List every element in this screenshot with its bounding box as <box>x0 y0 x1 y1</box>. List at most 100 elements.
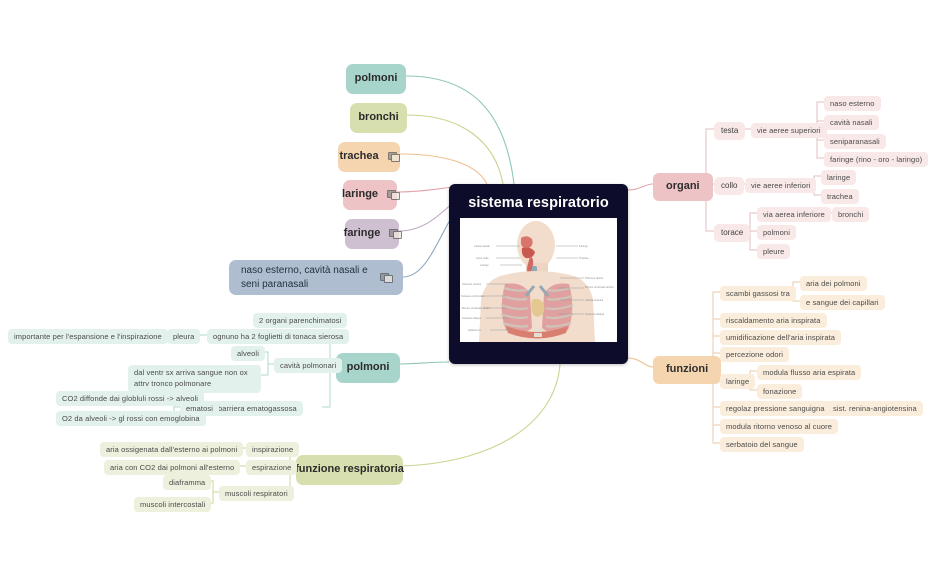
node-label: ognuno ha 2 foglietti di tonaca sierosa <box>213 332 344 341</box>
node-label: faringe <box>343 227 381 239</box>
node-vie-aeree-superiori[interactable]: vie aeree superiori <box>751 123 827 139</box>
node-label: CO2 diffonde dai globluli rossi -> alveo… <box>62 394 199 403</box>
attachment-icon[interactable] <box>387 151 401 163</box>
node-label: cavità nasali <box>830 118 873 127</box>
node-label: organi <box>666 180 700 192</box>
node-label: pleura <box>173 332 195 341</box>
node-label: laringe <box>827 173 851 182</box>
node-o2-alveoli[interactable]: O2 da alveoli -> gl rossi con emoglobina <box>56 411 206 427</box>
node-polmoni-leaf[interactable]: polmoni <box>757 225 796 241</box>
node-label: bronchi <box>838 210 864 219</box>
node-vie-aeree-inferiori[interactable]: vie aeree inferiori <box>745 178 817 194</box>
node-faringe-rino-oro-laringo[interactable]: faringe (rino - oro - laringo) <box>824 152 929 168</box>
node-label: modula flusso aria espirata <box>763 368 856 377</box>
node-muscoli-intercostali[interactable]: muscoli intercostali <box>134 497 212 513</box>
node-collo[interactable]: collo <box>714 177 745 195</box>
attachment-icon[interactable] <box>380 272 393 283</box>
node-label: seniparanasali <box>830 137 880 146</box>
node-label: faringe (rino - oro - laringo) <box>830 155 923 164</box>
node-riscaldamento[interactable]: riscaldamento aria inspirata <box>720 313 827 329</box>
node-label: alveoli <box>237 349 259 358</box>
node-via-aerea-inferiore[interactable]: via aerea inferiore <box>757 207 831 223</box>
node-naso-esterno[interactable]: naso esterno, cavità nasali e seni paran… <box>229 260 403 295</box>
node-naso-esterno-leaf[interactable]: naso esterno <box>824 96 881 112</box>
node-muscoli-respiratori[interactable]: muscoli respiratori <box>219 486 294 502</box>
attachment-icon[interactable] <box>389 228 402 240</box>
node-label: naso esterno, cavità nasali e seni paran… <box>241 265 368 290</box>
node-label: diaframma <box>169 478 206 487</box>
node-percezione-odori[interactable]: percezione odori <box>720 347 790 363</box>
node-torace[interactable]: torace <box>714 224 751 242</box>
node-label: cavità polmonari <box>280 361 337 370</box>
node-regolaz-pressione[interactable]: regolaz pressione sanguigna <box>720 401 831 417</box>
node-label: sist. renina-angiotensina <box>833 404 917 413</box>
branch-funzioni[interactable]: funzioni <box>653 356 722 384</box>
node-label: naso esterno <box>830 99 875 108</box>
node-label: vie aeree superiori <box>757 126 821 135</box>
svg-text:Cavo orale: Cavo orale <box>476 256 489 260</box>
node-umidificazione[interactable]: umidificazione dell'aria inspirata <box>720 330 842 346</box>
node-inspirazione[interactable]: inspirazione <box>246 442 300 458</box>
page-title: sistema respiratorio <box>468 195 609 211</box>
node-cavita-polmonari[interactable]: cavità polmonari <box>274 358 343 374</box>
node-label: ematosi <box>186 404 213 413</box>
svg-text:Gabbia toracica: Gabbia toracica <box>585 298 604 302</box>
node-pleura[interactable]: pleura <box>167 329 201 345</box>
node-polmoni-top[interactable]: polmoni <box>346 64 406 94</box>
node-testa[interactable]: testa <box>714 122 746 140</box>
node-label: O2 da alveoli -> gl rossi con emoglobina <box>62 414 200 423</box>
svg-text:Diaframma: Diaframma <box>468 328 481 332</box>
node-sangue-capillari[interactable]: e sangue dei capillari <box>800 295 885 311</box>
node-espirazione[interactable]: espirazione <box>246 460 298 476</box>
node-diaframma[interactable]: diaframma <box>163 475 212 491</box>
node-label: serbatoio del sangue <box>726 440 798 449</box>
node-renina-angiotensina[interactable]: sist. renina-angiotensina <box>827 401 923 417</box>
node-pleure[interactable]: pleure <box>757 244 791 260</box>
node-serbatoio-sangue[interactable]: serbatoio del sangue <box>720 437 804 453</box>
svg-text:Faringe: Faringe <box>579 244 588 248</box>
node-label: umidificazione dell'aria inspirata <box>726 333 836 342</box>
node-laringe-funzioni[interactable]: laringe <box>720 374 756 390</box>
node-label: modula ritorno venoso al cuore <box>726 422 832 431</box>
node-aria-dei-polmoni[interactable]: aria dei polmoni <box>800 276 867 292</box>
node-label: fonazione <box>763 387 797 396</box>
svg-text:Bronco principale sinistro: Bronco principale sinistro <box>585 285 615 289</box>
node-espirazione-descrizione[interactable]: aria con CO2 dai polmoni all'esterno <box>104 460 241 476</box>
node-ritorno-venoso[interactable]: modula ritorno venoso al cuore <box>720 419 838 435</box>
node-label: torace <box>721 228 744 237</box>
branch-funzione-respiratoria[interactable]: funzione respiratoria <box>295 455 404 485</box>
attachment-icon[interactable] <box>387 189 400 201</box>
center-node[interactable]: sistema respiratorio <box>449 184 628 364</box>
branch-polmoni-left[interactable]: polmoni <box>336 353 400 383</box>
node-trachea[interactable]: trachea <box>338 142 401 172</box>
node-fonazione[interactable]: fonazione <box>757 384 803 400</box>
node-inspirazione-descrizione[interactable]: aria ossigenata dall'esterno ai polmoni <box>100 442 244 458</box>
node-trachea-leaf[interactable]: trachea <box>821 189 859 205</box>
node-label: percezione odori <box>726 350 784 359</box>
node-label: aria ossigenata dall'esterno ai polmoni <box>106 445 238 454</box>
node-foglietti-tonaca[interactable]: ognuno ha 2 foglietti di tonaca sierosa <box>207 329 350 345</box>
node-laringe-leaf[interactable]: laringe <box>821 170 857 186</box>
node-faringe[interactable]: faringe <box>343 219 402 249</box>
node-scambi-gassosi[interactable]: scambi gassosi tra <box>720 286 796 302</box>
node-barriera-ematogassosa[interactable]: barriera ematogassosa <box>212 401 303 417</box>
node-co2-diffonde[interactable]: CO2 diffonde dai globluli rossi -> alveo… <box>56 391 205 407</box>
node-pleura-descrizione[interactable]: importante per l'espansione e l'inspiraz… <box>8 329 168 345</box>
node-laringe[interactable]: laringe <box>341 180 400 210</box>
node-bronchi[interactable]: bronchi <box>350 103 407 133</box>
branch-organi[interactable]: organi <box>653 173 713 201</box>
node-label: aria con CO2 dai polmoni all'esterno <box>110 463 235 472</box>
node-label: polmoni <box>354 72 398 84</box>
node-label: inspirazione <box>252 445 294 454</box>
node-ventricolo-sx[interactable]: dal ventr sx arriva sangue non ox attrv … <box>128 365 261 393</box>
node-bronchi-leaf[interactable]: bronchi <box>832 207 870 223</box>
node-modula-flusso[interactable]: modula flusso aria espirata <box>757 365 862 381</box>
node-label: laringe <box>341 188 379 200</box>
node-alveoli[interactable]: alveoli <box>231 346 265 362</box>
node-cavita-nasali[interactable]: cavità nasali <box>824 115 879 131</box>
node-seniparanasali[interactable]: seniparanasali <box>824 134 886 150</box>
node-label: e sangue dei capillari <box>806 298 879 307</box>
node-2-organi-parenchimatosi[interactable]: 2 organi parenchimatosi <box>253 313 348 329</box>
node-label: riscaldamento aria inspirata <box>726 316 821 325</box>
respiratory-system-illustration: Cavità nasale Cavo orale Laringe Faringe… <box>460 218 617 342</box>
